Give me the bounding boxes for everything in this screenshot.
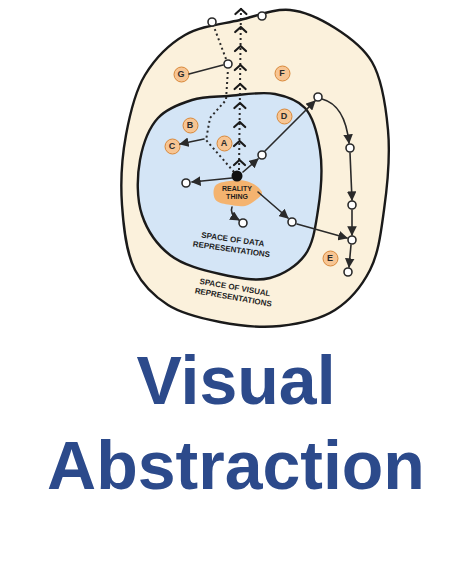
data-space-blob: SPACE OF DATA REPRESENTATIONSREALITY THI… — [132, 86, 328, 286]
callout-letter: E — [327, 253, 333, 263]
letter-marker: D — [277, 109, 292, 124]
letter-marker: C — [165, 139, 180, 154]
dotted-path — [206, 6, 241, 172]
reality-label-blob: REALITY THING — [214, 181, 260, 205]
letter-marker: G — [174, 67, 189, 82]
callout-letter: F — [279, 68, 285, 78]
callout-letter: B — [187, 120, 194, 130]
callout-letter: G — [177, 69, 184, 79]
title: Visual Abstraction — [20, 338, 452, 508]
callout-letter: C — [169, 141, 176, 151]
reality-dot — [232, 171, 243, 182]
letter-marker: B — [183, 118, 198, 133]
state-circles — [182, 12, 356, 276]
callout-letter: A — [221, 138, 228, 148]
callout-letter: D — [281, 111, 288, 121]
letter-marker: A — [217, 136, 232, 151]
visual-space-blob: SPACE OF VISUAL REPRESENTATIONSSPACE OF … — [116, 2, 392, 332]
letter-marker: E — [323, 251, 338, 266]
chevron-arrows — [234, 9, 246, 165]
region-label: REALITY THING — [219, 185, 255, 201]
arrow-strokes — [180, 65, 352, 267]
letter-marker: F — [275, 66, 290, 81]
